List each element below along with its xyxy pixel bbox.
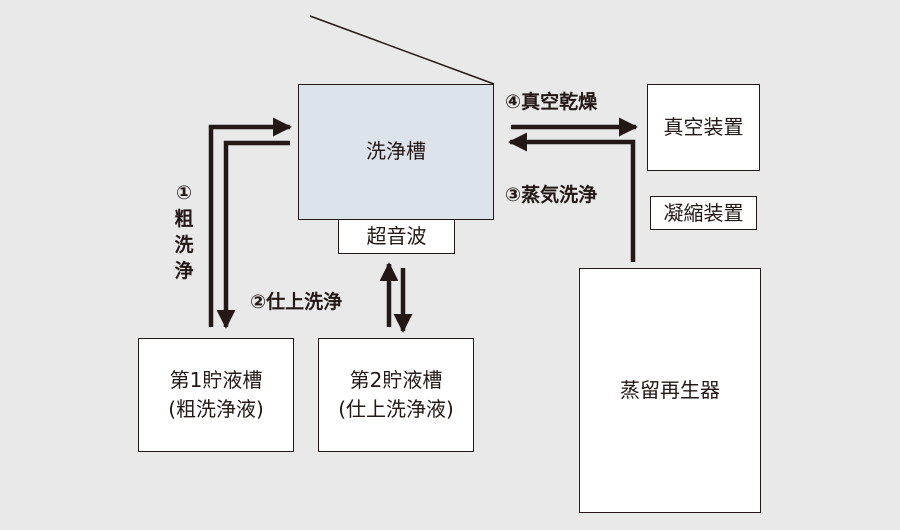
regenerator-box: 蒸留再生器	[579, 268, 761, 513]
step1-label: ① 粗 洗 浄	[172, 180, 196, 284]
condenser-box: 凝縮装置	[650, 196, 757, 230]
ultrasonic-label: 超音波	[366, 224, 427, 248]
tank1-name: 第1貯液槽	[169, 368, 263, 392]
step1-char: 粗	[174, 208, 194, 230]
cleaning-tank-label: 洗浄槽	[366, 139, 426, 163]
regenerator-label: 蒸留再生器	[620, 378, 720, 402]
step1-char: 浄	[174, 260, 194, 282]
lid-line	[309, 15, 495, 85]
tank2-contents: (仕上洗浄液)	[338, 397, 454, 421]
step2-label: ②仕上洗浄	[250, 291, 343, 313]
step1-number: ①	[175, 182, 193, 204]
ultrasonic-box: 超音波	[338, 219, 455, 254]
step4-label: ④真空乾燥	[505, 91, 598, 113]
vacuum-device-label: 真空装置	[663, 115, 744, 139]
step3-vapor-arrow	[508, 132, 636, 262]
tank1-contents: (粗洗浄液)	[168, 397, 264, 421]
cleaning-tank-box: 洗浄槽	[298, 84, 494, 220]
step1-supply-arrow	[208, 117, 292, 327]
condenser-label: 凝縮装置	[663, 200, 744, 225]
step1-return-arrow	[216, 140, 290, 329]
tank1-box: 第1貯液槽 (粗洗浄液)	[138, 338, 294, 452]
vacuum-device-box: 真空装置	[647, 84, 760, 171]
step3-label: ③蒸気洗浄	[505, 184, 598, 206]
tank2-box: 第2貯液槽 (仕上洗浄液)	[318, 338, 474, 452]
step1-char: 洗	[174, 234, 194, 256]
tank2-name: 第2貯液槽	[349, 368, 443, 392]
